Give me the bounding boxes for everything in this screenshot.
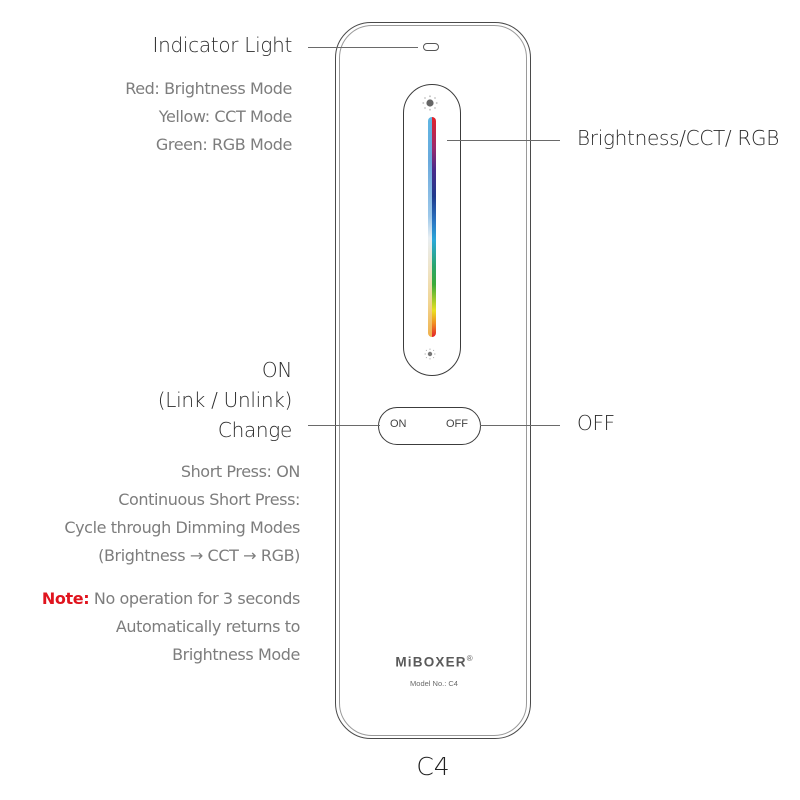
cct-stripe (428, 117, 432, 337)
legend-yellow: Yellow: CCT Mode (158, 107, 293, 126)
legend-red: Red: Brightness Mode (125, 79, 292, 98)
leader-off-button (480, 425, 560, 426)
slider-title: Brightness/CCT/ RGB (577, 126, 779, 150)
indicator-light-icon (423, 43, 439, 51)
on-title-line-1: ON (261, 358, 292, 382)
rgb-stripe (432, 117, 436, 337)
desc-line-3: Cycle through Dimming Modes (64, 518, 300, 537)
model-number: Model No.: C4 (410, 679, 458, 688)
on-button-description: Short Press: ON Continuous Short Press: … (64, 458, 300, 570)
desc-line-2: Continuous Short Press: (118, 490, 300, 509)
indicator-light-legend: Red: Brightness Mode Yellow: CCT Mode Gr… (125, 75, 292, 159)
remote-body-inner-outline (339, 25, 527, 736)
on-title-line-3: Change (217, 418, 292, 442)
sun-dim-icon (424, 348, 436, 360)
note-line-1: Note: No operation for 3 seconds (42, 585, 300, 613)
leader-slider (447, 140, 560, 141)
note-line-2: Automatically returns to (115, 617, 301, 636)
off-button[interactable]: OFF (446, 418, 468, 430)
leader-indicator-light (308, 47, 418, 48)
desc-line-4: (Brightness → CCT → RGB) (98, 546, 300, 565)
registered-mark: ® (466, 654, 473, 663)
model-caption: C4 (416, 752, 450, 781)
on-title-line-2: (Link / Unlink) (157, 388, 293, 412)
on-button[interactable]: ON (390, 418, 407, 430)
on-button-title: ON (Link / Unlink) Change (157, 355, 293, 445)
sun-bright-icon (422, 95, 438, 111)
note-block: Note: No operation for 3 seconds Automat… (42, 585, 300, 669)
note-label: Note: (41, 589, 90, 608)
desc-line-1: Short Press: ON (180, 462, 301, 481)
remote-body-outline (335, 22, 531, 739)
brand-name: MiBOXER (395, 654, 467, 670)
note-text: No operation for 3 seconds (93, 589, 301, 608)
color-bar[interactable] (428, 117, 436, 337)
leader-on-button (308, 425, 380, 426)
note-line-3: Brightness Mode (172, 645, 300, 664)
legend-green: Green: RGB Mode (155, 135, 293, 154)
brand-logo: MiBOXER® (384, 654, 484, 670)
indicator-light-title: Indicator Light (152, 33, 293, 57)
on-off-button-group (378, 407, 481, 445)
off-button-title: OFF (577, 411, 615, 435)
